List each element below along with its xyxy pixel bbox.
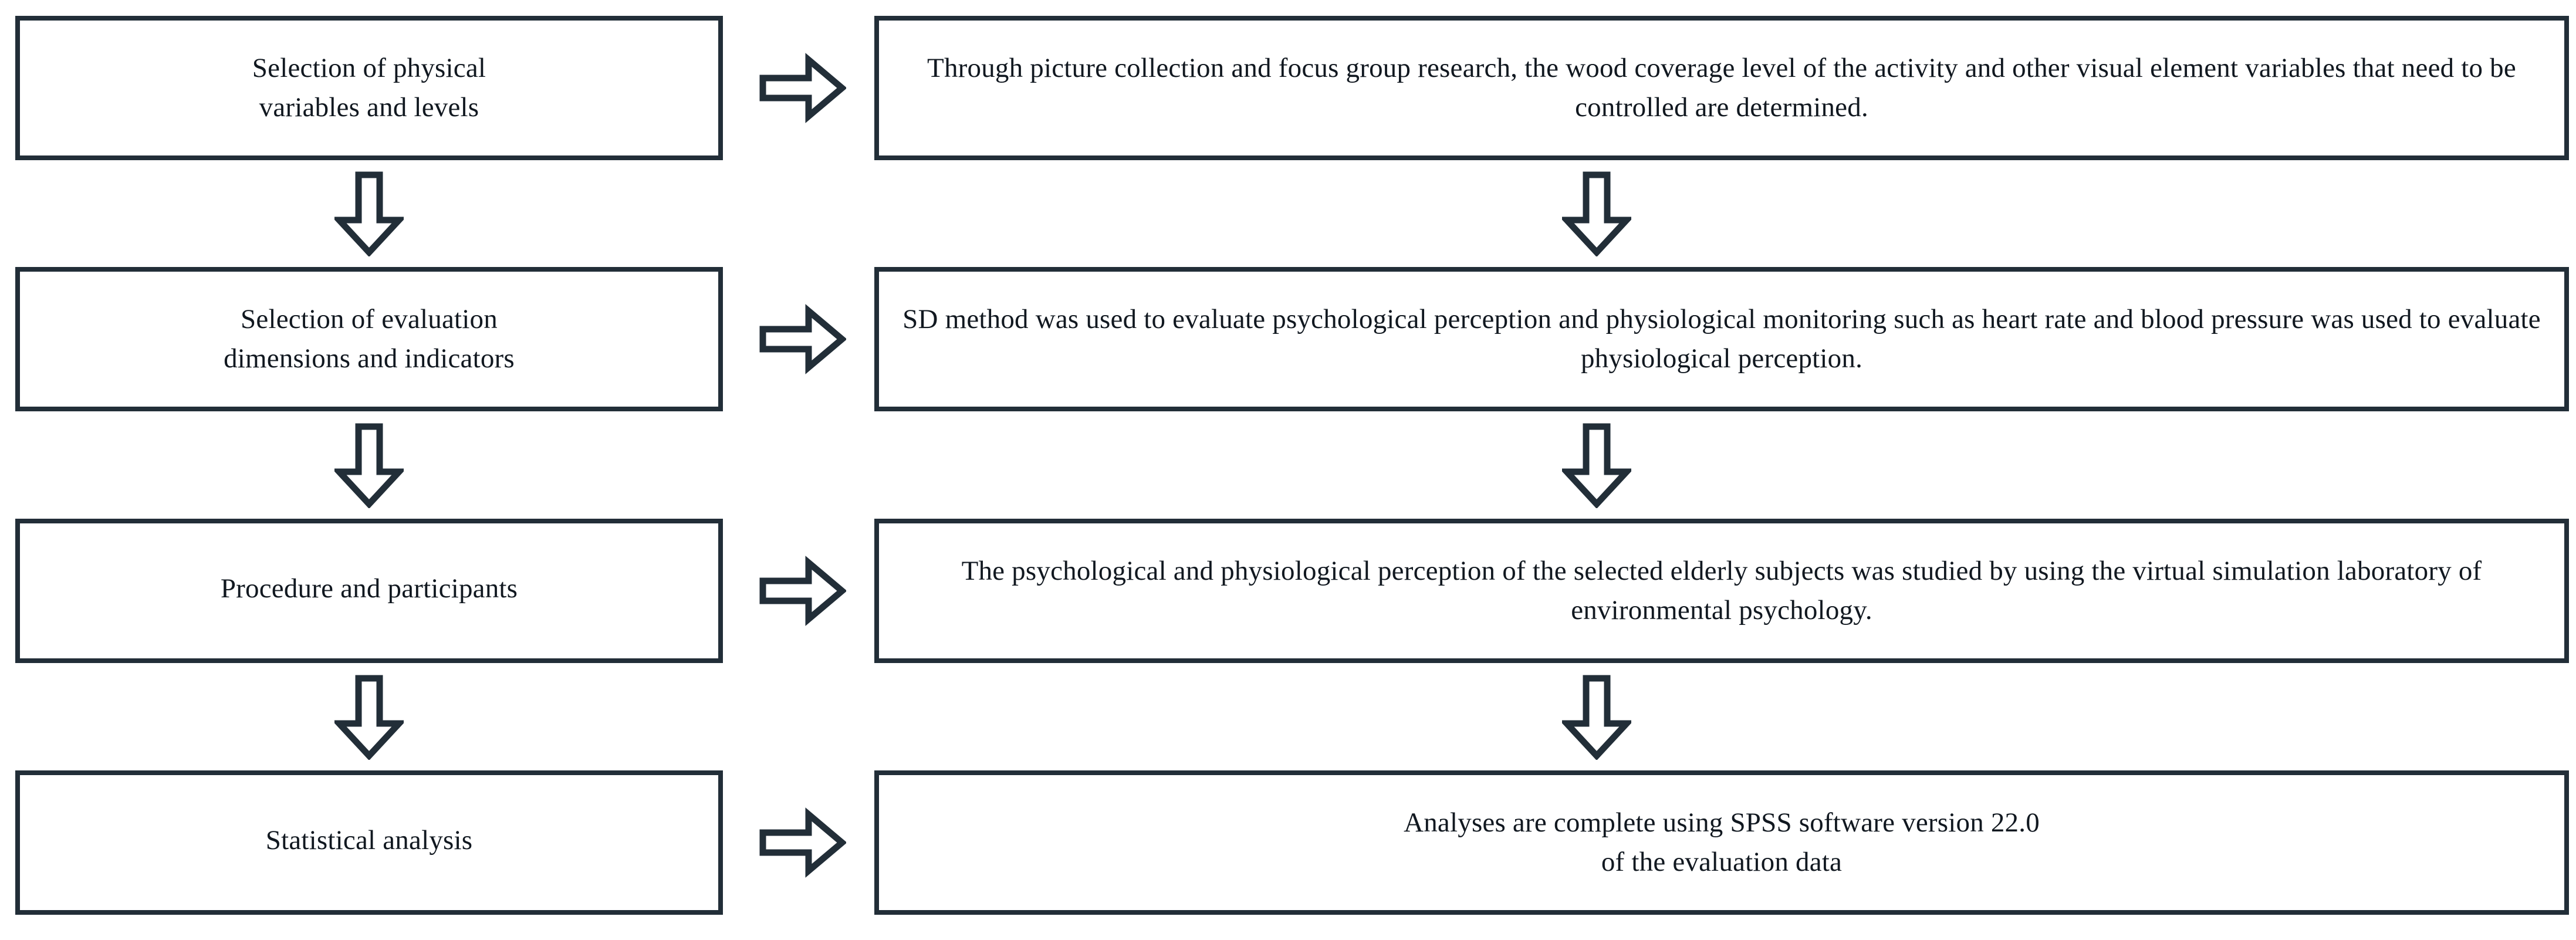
step-box-3[interactable]: Procedure and participants — [15, 519, 723, 663]
arrow-right-icon-3 — [758, 553, 846, 629]
step-box-4[interactable]: Statistical analysis — [15, 770, 723, 915]
arrow-down-icon-right-3 — [1562, 674, 1631, 760]
step-box-2[interactable]: Selection of evaluation dimensions and i… — [15, 267, 723, 411]
flow-row-4: Statistical analysis Analyses are comple… — [0, 770, 2576, 915]
detail-box-1[interactable]: Through picture collection and focus gro… — [874, 16, 2569, 160]
step-box-2-label: Selection of evaluation dimensions and i… — [224, 304, 515, 374]
detail-box-4[interactable]: Analyses are complete using SPSS softwar… — [874, 770, 2569, 915]
arrow-right-icon-1 — [758, 50, 846, 126]
detail-box-4-text: Analyses are complete using SPSS softwar… — [1404, 807, 2040, 877]
flow-row-3: Procedure and participants The psycholog… — [0, 519, 2576, 663]
arrow-down-icon-right-2 — [1562, 422, 1631, 508]
step-box-4-label: Statistical analysis — [265, 824, 473, 856]
flow-row-2: Selection of evaluation dimensions and i… — [0, 267, 2576, 411]
arrow-down-icon-left-3 — [334, 674, 404, 760]
detail-box-2-text: SD method was used to evaluate psycholog… — [902, 304, 2541, 374]
arrow-right-icon-4 — [758, 804, 846, 881]
flow-row-1: Selection of physical variables and leve… — [0, 16, 2576, 160]
step-box-3-label: Procedure and participants — [220, 573, 518, 604]
arrow-down-icon-left-1 — [334, 171, 404, 256]
arrow-down-icon-right-1 — [1562, 171, 1631, 256]
arrow-down-icon-left-2 — [334, 422, 404, 508]
detail-box-1-text: Through picture collection and focus gro… — [927, 53, 2516, 123]
step-box-1[interactable]: Selection of physical variables and leve… — [15, 16, 723, 160]
step-box-1-label: Selection of physical variables and leve… — [252, 53, 486, 123]
detail-box-2[interactable]: SD method was used to evaluate psycholog… — [874, 267, 2569, 411]
detail-box-3-text: The psychological and physiological perc… — [961, 556, 2482, 625]
arrow-right-icon-2 — [758, 301, 846, 377]
detail-box-3[interactable]: The psychological and physiological perc… — [874, 519, 2569, 663]
